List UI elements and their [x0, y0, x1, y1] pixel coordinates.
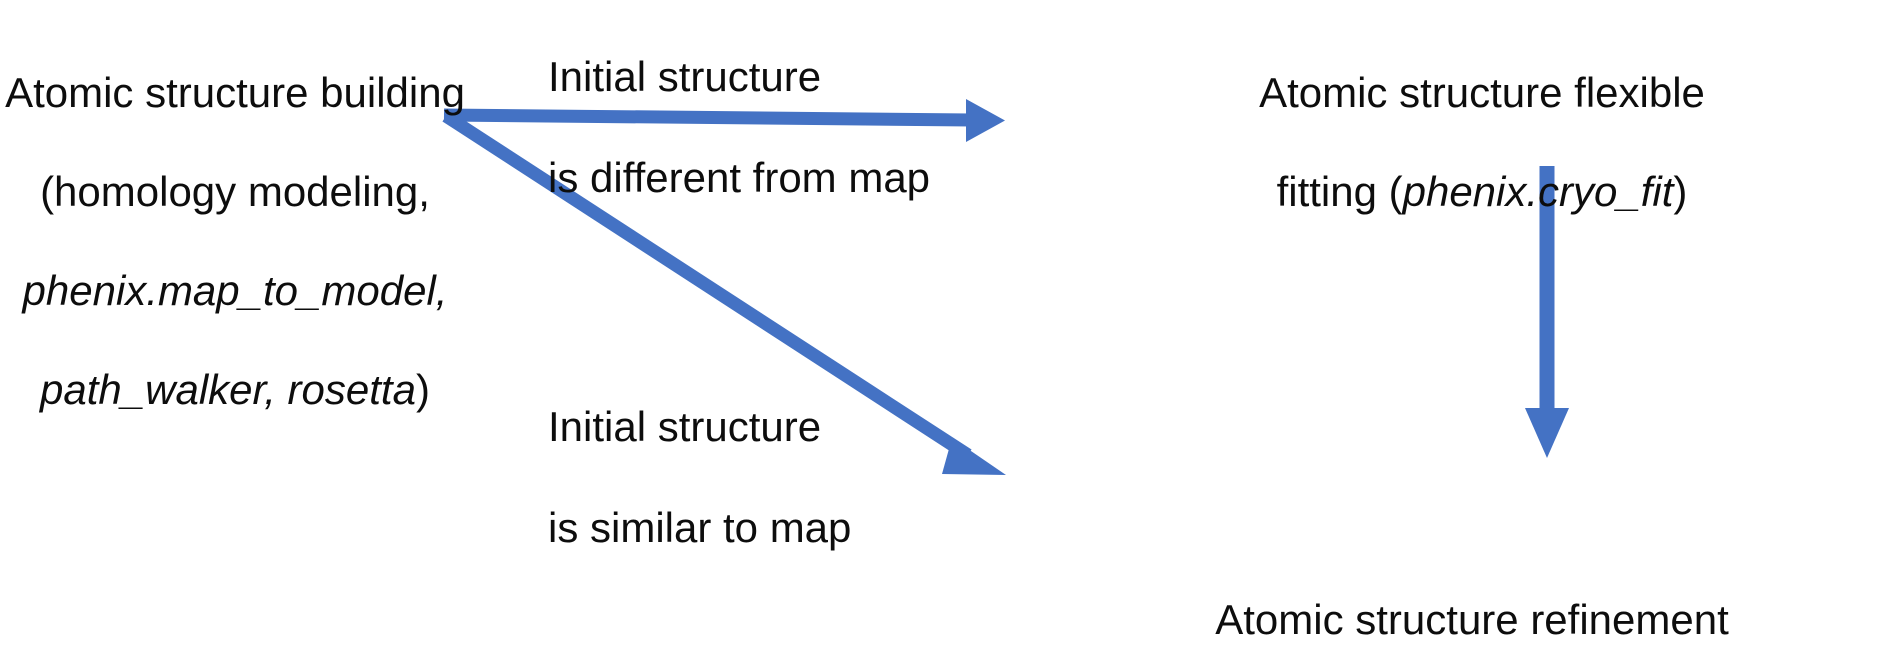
node-build-line-4: path_walker, rosetta)	[0, 365, 470, 415]
arrow-fit-to-refine	[1525, 166, 1569, 458]
node-fit-line-2: fitting (phenix.cryo_fit)	[1080, 167, 1884, 217]
node-fit-line-2-paren: )	[1673, 167, 1688, 215]
node-atomic-structure-refinement: Atomic structure refinement (phenix.real…	[1060, 545, 1884, 662]
node-atomic-structure-flexible-fitting: Atomic structure flexible fitting (pheni…	[1080, 18, 1884, 266]
edge-label-sim-line-1: Initial structure	[548, 403, 822, 451]
node-refine-line-1: Atomic structure refinement	[1215, 595, 1729, 643]
arrow-build-to-fit	[443, 99, 1005, 142]
node-fit-line-2-italic: phenix.cryo_fit	[1402, 167, 1674, 215]
node-fit-line-1: Atomic structure flexible	[1259, 68, 1705, 116]
arrow-build-to-refine	[442, 110, 1006, 475]
node-build-line-3: phenix.map_to_model,	[22, 266, 448, 314]
node-atomic-structure-building: Atomic structure building (homology mode…	[0, 18, 470, 464]
edge-label-sim-line-2: is similar to map	[548, 504, 852, 552]
node-build-line-2: (homology modeling,	[40, 167, 430, 215]
edge-label-diff-line-1: Initial structure	[548, 53, 822, 101]
edge-label-different-from-map: Initial structure is different from map	[548, 2, 968, 254]
edge-label-similar-to-map: Initial structure is similar to map	[548, 352, 968, 604]
node-build-line-1: Atomic structure building	[5, 68, 465, 116]
node-build-line-4-paren: )	[415, 365, 430, 413]
node-build-line-4-italic: path_walker, rosetta	[40, 365, 416, 413]
edge-label-diff-line-2: is different from map	[548, 154, 931, 202]
node-fit-line-2-prefix: fitting (	[1276, 167, 1403, 215]
